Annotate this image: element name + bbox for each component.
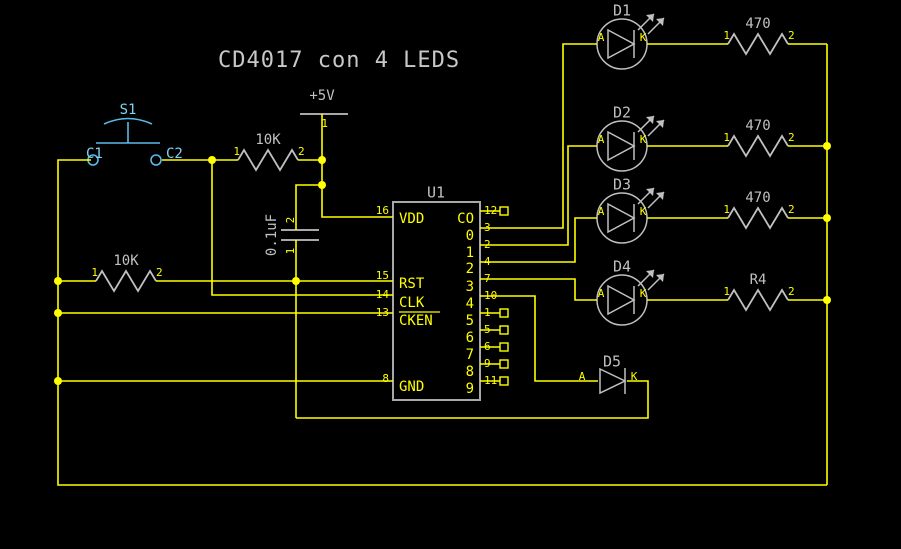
resistor-pin-2: 2 xyxy=(298,145,305,158)
resistor-value: 10K xyxy=(255,132,281,148)
led-ref: D2 xyxy=(613,104,631,122)
power-pin-number: 1 xyxy=(321,117,328,130)
ic-pin-name-vdd: VDD xyxy=(399,211,424,227)
open-terminal-1 xyxy=(499,308,509,318)
resistor-r4-d4: R4 1 2 xyxy=(723,272,795,312)
ic-u1: U1 VDD RST CLK CKEN GND 16 15 14 13 8 CO… xyxy=(376,184,497,401)
led-anode-label: A xyxy=(598,133,605,146)
capacitor-pin-2: 2 xyxy=(284,217,297,224)
resistor-value: 470 xyxy=(745,190,770,206)
ic-pin-name-q4: 4 xyxy=(466,296,474,312)
capacitor-c1: 0.1uF 2 1 xyxy=(264,214,319,256)
open-terminal-5 xyxy=(499,325,509,335)
resistor-value: 10K xyxy=(113,253,139,269)
diode-d5: D5 A K xyxy=(579,353,638,395)
led-ref: D1 xyxy=(613,2,631,20)
open-terminal-11 xyxy=(499,376,509,386)
wiring xyxy=(57,43,828,486)
ic-pin-name-q0: 0 xyxy=(466,228,474,244)
ic-pin-name-q3: 3 xyxy=(466,279,474,295)
capacitor-value: 0.1uF xyxy=(264,214,280,256)
led-d3: D3 A K xyxy=(596,176,665,244)
resistor-value: R4 xyxy=(750,272,767,288)
switch-ref: S1 xyxy=(120,102,137,118)
led-cathode-label: K xyxy=(640,287,647,300)
ic-ref: U1 xyxy=(427,184,445,202)
ic-pin-name-gnd: GND xyxy=(399,379,424,395)
ic-pin-name-co: CO xyxy=(457,211,474,227)
ic-pin-num-16: 16 xyxy=(376,204,389,217)
power-symbol-5v: +5V 1 xyxy=(300,88,348,130)
led-anode-label: A xyxy=(598,287,605,300)
ic-pin-name-q5: 5 xyxy=(466,313,474,329)
led-d4: D4 A K xyxy=(596,258,665,326)
led-ref: D4 xyxy=(613,258,631,276)
resistor-pin-1: 1 xyxy=(723,285,730,298)
switch-s1[interactable]: S1 C1 C2 xyxy=(86,102,183,166)
led-ref: D3 xyxy=(613,176,631,194)
resistor-pin-1: 1 xyxy=(233,145,240,158)
ic-pin-name-cken: CKEN xyxy=(399,313,433,329)
switch-terminal-c1: C1 xyxy=(86,146,103,162)
schematic-title: CD4017 con 4 LEDS xyxy=(218,48,460,73)
ic-pin-name-q7: 7 xyxy=(466,347,474,363)
ic-pin-num-15: 15 xyxy=(376,269,389,282)
resistor-value: 470 xyxy=(745,118,770,134)
resistor-pin-2: 2 xyxy=(788,203,795,216)
ic-pin-name-q1: 1 xyxy=(466,245,474,261)
diode-cathode-label: K xyxy=(631,370,638,383)
power-label: +5V xyxy=(309,88,335,104)
resistor-pin-1: 1 xyxy=(723,29,730,42)
resistor-pin-2: 2 xyxy=(788,29,795,42)
resistor-470-d2: 470 1 2 xyxy=(723,118,795,158)
switch-terminal-c2: C2 xyxy=(166,146,183,162)
resistor-pin-1: 1 xyxy=(723,131,730,144)
resistor-10k-top: 10K 1 2 xyxy=(233,132,305,172)
led-cathode-label: K xyxy=(640,31,647,44)
capacitor-pin-1: 1 xyxy=(284,248,297,255)
resistor-value: 470 xyxy=(745,16,770,32)
led-anode-label: A xyxy=(598,31,605,44)
ic-pin-name-q6: 6 xyxy=(466,330,474,346)
ic-pin-name-q8: 8 xyxy=(466,364,474,380)
resistor-470-d1: 470 1 2 xyxy=(723,16,795,56)
resistor-pin-2: 2 xyxy=(788,131,795,144)
diode-anode-label: A xyxy=(579,370,586,383)
open-terminal-12 xyxy=(499,206,509,216)
resistor-470-d3: 470 1 2 xyxy=(723,190,795,230)
open-terminal-9 xyxy=(499,359,509,369)
junction-dots xyxy=(54,142,831,385)
resistor-pin-2: 2 xyxy=(156,266,163,279)
led-anode-label: A xyxy=(598,205,605,218)
ic-pin-num-8: 8 xyxy=(382,372,389,385)
led-cathode-label: K xyxy=(640,205,647,218)
unconnected-pin-terminals xyxy=(480,206,509,386)
led-d2: D2 A K xyxy=(596,104,665,172)
ic-pin-name-q9: 9 xyxy=(466,381,474,397)
ic-pin-name-q2: 2 xyxy=(466,261,474,277)
resistor-pin-2: 2 xyxy=(788,285,795,298)
ic-pin-name-clk: CLK xyxy=(399,295,425,311)
ic-pin-name-rst: RST xyxy=(399,276,425,292)
led-d1: D1 A K xyxy=(596,2,665,70)
resistor-10k-left: 10K 1 2 xyxy=(91,253,163,293)
diode-ref: D5 xyxy=(603,353,621,371)
led-cathode-label: K xyxy=(640,133,647,146)
resistor-pin-1: 1 xyxy=(723,203,730,216)
resistor-pin-1: 1 xyxy=(91,266,98,279)
open-terminal-6 xyxy=(499,342,509,352)
